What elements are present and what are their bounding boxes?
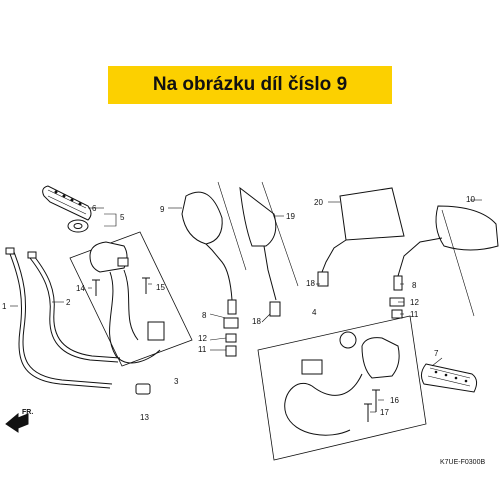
callout-3: 3 <box>174 377 179 386</box>
callout-8a: 8 <box>202 311 207 320</box>
mirror-9 <box>181 191 239 329</box>
mirror-20 <box>317 187 405 287</box>
callout-labels: 1 2 3 4 5 6 7 8 8 9 10 11 11 12 12 13 14… <box>2 195 485 466</box>
spacer-12-left <box>225 333 237 343</box>
callout-16: 16 <box>390 396 399 405</box>
callout-15: 15 <box>156 283 165 292</box>
callout-1: 1 <box>2 302 7 311</box>
left-switch-housing <box>89 241 165 395</box>
throttle-grip <box>420 363 478 393</box>
callout-14: 14 <box>76 284 85 293</box>
diagram-code: K7UE-F0300B <box>440 459 485 466</box>
callout-2: 2 <box>66 298 71 307</box>
left-switch-box <box>69 231 193 367</box>
callout-12a: 12 <box>198 334 207 343</box>
spacer-11-left <box>225 345 237 357</box>
callout-12b: 12 <box>410 298 419 307</box>
callout-8b: 8 <box>412 281 417 290</box>
throttle-cables <box>5 247 121 389</box>
mirror-19 <box>239 186 281 317</box>
callout-4: 4 <box>312 308 317 317</box>
callout-9: 9 <box>160 205 165 214</box>
title-banner: Na obrázku díl číslo 9 <box>108 66 392 104</box>
callout-6: 6 <box>92 204 97 213</box>
leader-lines <box>10 199 482 413</box>
callout-19: 19 <box>286 212 295 221</box>
callout-13: 13 <box>140 413 149 422</box>
callout-17: 17 <box>380 408 389 417</box>
right-switch-box <box>257 315 427 461</box>
callout-11b: 11 <box>410 310 419 319</box>
callout-7: 7 <box>434 349 439 358</box>
left-grip <box>42 185 92 233</box>
callout-5: 5 <box>120 213 125 222</box>
bolts <box>92 277 380 422</box>
right-switch-housing <box>284 331 400 436</box>
banner-text: Na obrázku díl číslo 9 <box>152 74 348 95</box>
direction-label: FR. <box>22 409 33 416</box>
callout-20: 20 <box>314 198 323 207</box>
callout-18b: 18 <box>306 279 315 288</box>
callout-18a: 18 <box>252 317 261 326</box>
callout-10: 10 <box>466 195 475 204</box>
callout-11a: 11 <box>198 345 207 354</box>
front-direction-arrow: FR. <box>5 409 33 433</box>
mirror-10 <box>389 205 499 319</box>
